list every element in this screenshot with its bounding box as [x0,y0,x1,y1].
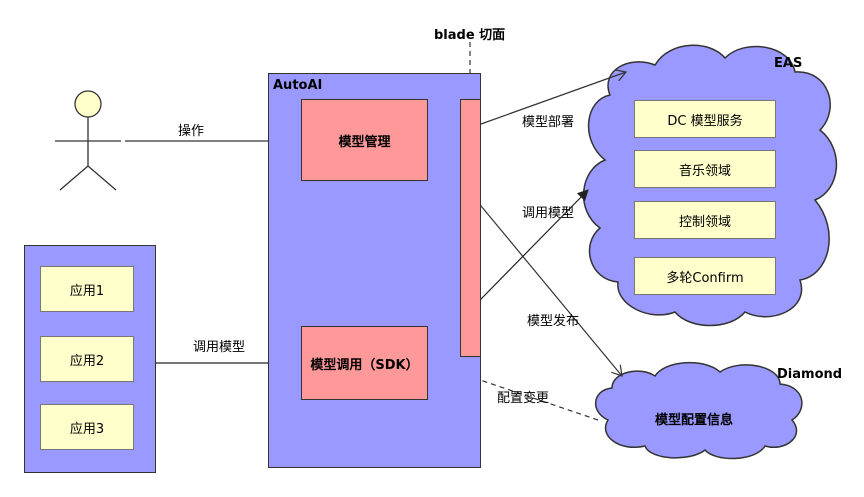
edge-label-invoke-to-eas: 调用模型 [522,206,575,221]
app-box-2: 应用2 [40,336,134,382]
diamond-cloud [595,361,803,460]
app-box-1: 应用1 [40,266,134,312]
eas-item-multiturn-confirm: 多轮Confirm [634,257,776,295]
blade-title: blade 切面 [434,28,506,43]
model-management-box: 模型管理 [301,99,428,181]
edge-label-publish: 模型发布 [527,314,580,329]
eas-item-control-domain: 控制领域 [634,201,776,239]
edge-label-invoke-from-apps: 调用模型 [193,340,246,355]
edge-label-config-change: 配置变更 [497,391,550,406]
diamond-content: 模型配置信息 [655,413,734,428]
eas-item-music-domain: 音乐领域 [634,150,776,188]
diamond-title: Diamond [777,367,843,382]
model-invoke-box: 模型调用（SDK） [301,326,428,400]
stick-figure-actor-icon [55,90,121,191]
edge-label-operate: 操作 [178,124,205,139]
edge-label-deploy: 模型部署 [522,115,575,130]
autoai-title: AutoAI [273,78,323,93]
app-box-3: 应用3 [40,404,134,450]
eas-title: EAS [774,56,803,71]
blade-aspect-bar [460,99,481,357]
eas-item-dc-model-service: DC 模型服务 [634,100,776,138]
